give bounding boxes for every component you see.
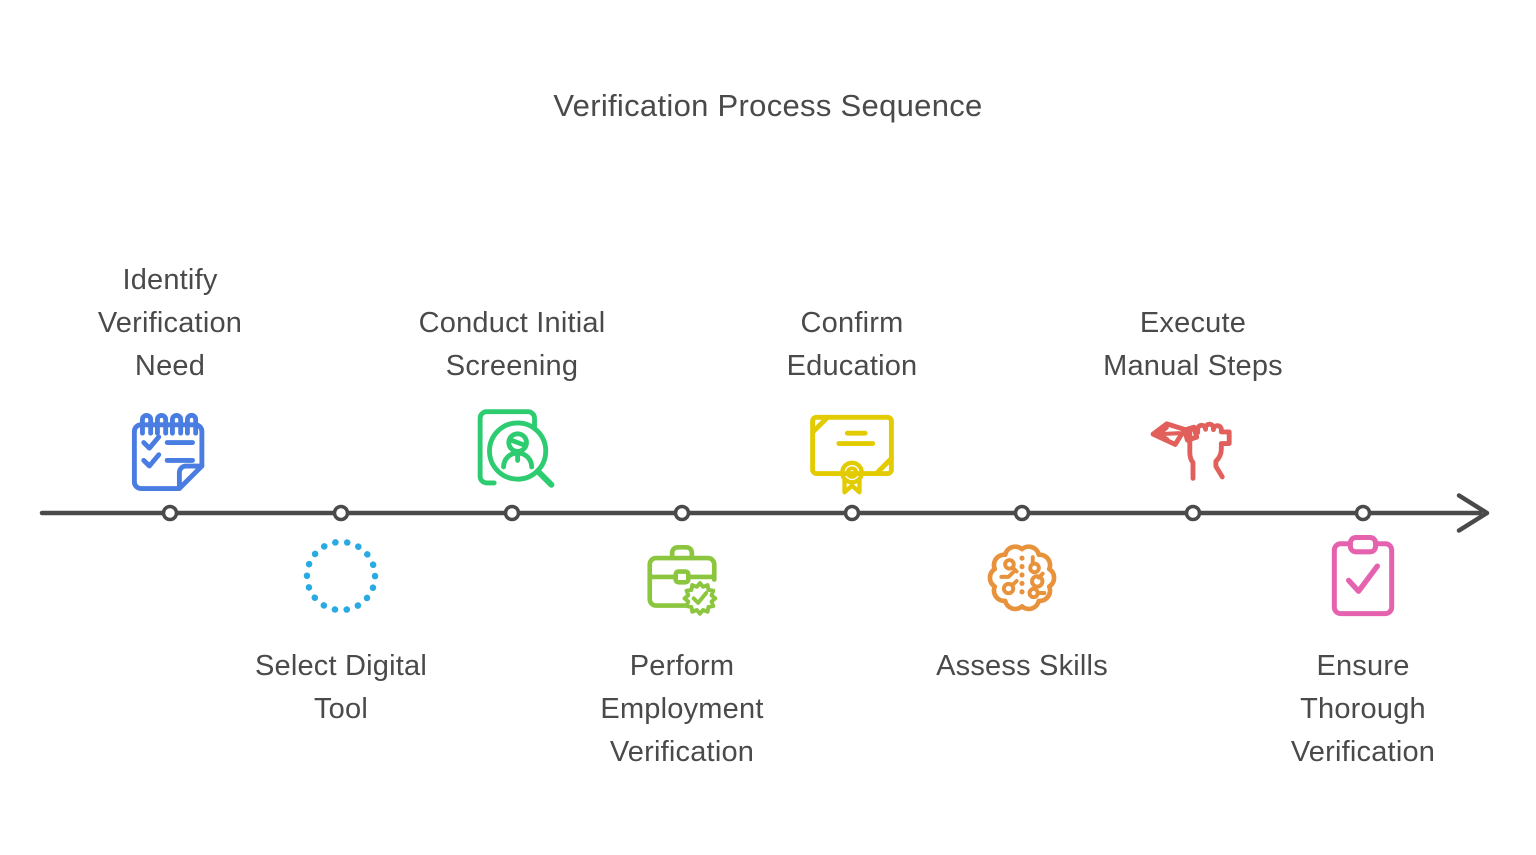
hand-dart-icon <box>1148 406 1238 496</box>
timeline-node <box>1013 504 1031 522</box>
step-label: Select Digital Tool <box>254 650 428 725</box>
timeline-node <box>161 504 179 522</box>
step-label: Perform Employment Verification <box>600 650 764 768</box>
step-ensure-thorough-verification: Ensure Thorough Verification <box>1223 533 1503 774</box>
candidate-screening-icon <box>467 406 557 496</box>
notepad-checklist-icon <box>125 406 215 496</box>
briefcase-verified-icon <box>639 533 725 619</box>
step-assess-skills: Assess Skills <box>882 533 1162 688</box>
step-label: Ensure Thorough Verification <box>1290 650 1436 768</box>
timeline-node <box>1354 504 1372 522</box>
step-select-digital-tool: Select Digital Tool <box>201 533 481 731</box>
step-label: Conduct Initial Screening <box>418 307 606 382</box>
step-identify-verification-need: Identify Verification Need <box>30 180 310 496</box>
step-confirm-education: Confirm Education <box>712 180 992 496</box>
step-label: Identify Verification Need <box>97 264 243 382</box>
brain-circuit-icon <box>979 533 1065 619</box>
step-conduct-initial-screening: Conduct Initial Screening <box>372 180 652 496</box>
step-execute-manual-steps: Execute Manual Steps <box>1053 180 1333 496</box>
clipboard-check-icon <box>1320 533 1406 619</box>
timeline-node <box>503 504 521 522</box>
timeline-node <box>843 504 861 522</box>
step-label: Confirm Education <box>786 307 918 382</box>
timeline-node <box>673 504 691 522</box>
timeline-arrowhead-icon <box>1456 493 1490 533</box>
dotted-circle-icon <box>298 533 384 619</box>
step-label: Execute Manual Steps <box>1103 307 1283 382</box>
timeline-node <box>332 504 350 522</box>
step-perform-employment-verification: Perform Employment Verification <box>542 533 822 774</box>
step-label: Assess Skills <box>936 650 1108 682</box>
timeline-node <box>1184 504 1202 522</box>
certificate-icon <box>807 406 897 496</box>
diagram-title: Verification Process Sequence <box>553 88 983 123</box>
